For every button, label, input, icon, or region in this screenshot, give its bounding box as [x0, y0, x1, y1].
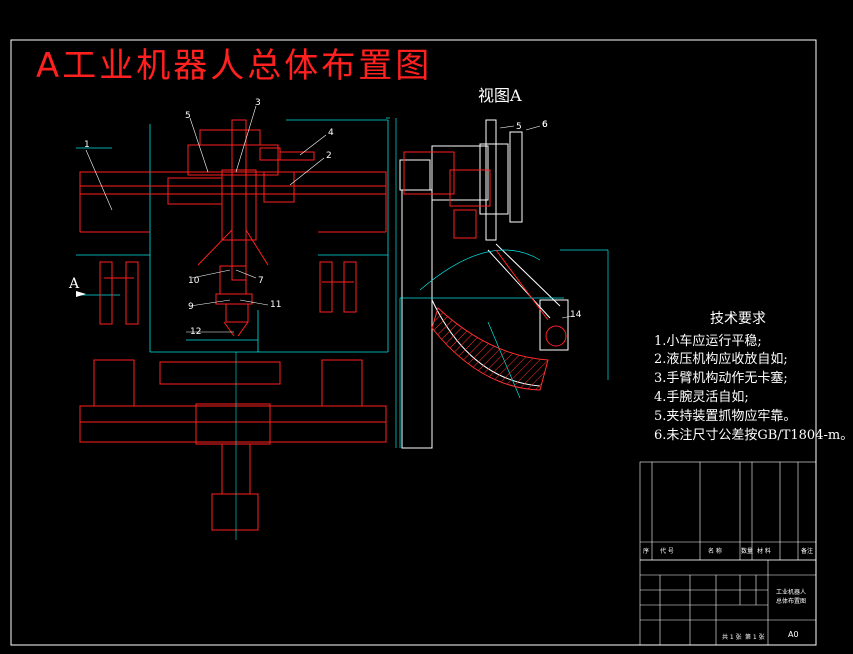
- tb-header: 材 料: [757, 548, 771, 555]
- drawing-sheet: [10, 39, 817, 646]
- side-view-a: [386, 117, 609, 449]
- tb-sheet-size: A0: [788, 630, 799, 639]
- requirement-item: 4.手腕灵活自如;: [654, 390, 749, 405]
- front-view: [76, 105, 389, 353]
- tb-sheet-count: 共 1 张: [722, 634, 742, 641]
- part-number: 11: [270, 300, 282, 310]
- requirement-item: 5.夹持装置抓物应牢靠。: [654, 409, 797, 424]
- tb-drawing-name: 工业机器人 总体布置图: [776, 589, 807, 605]
- part-number: 9: [188, 302, 194, 312]
- view-a-label: 视图A: [478, 86, 522, 105]
- tb-sheet-number: 第 1 张: [745, 634, 765, 641]
- part-number: 5: [185, 111, 191, 121]
- requirement-item: 6.未注尺寸公差按GB/T1804-m。: [654, 428, 853, 443]
- plan-view: [79, 352, 387, 540]
- requirement-item: 2.液压机构应收放自如;: [654, 352, 788, 367]
- part-number: 2: [326, 151, 332, 161]
- part-number: 14: [570, 310, 582, 320]
- part-number: 3: [255, 98, 261, 108]
- part-number: 12: [190, 327, 202, 337]
- title-block: [639, 461, 817, 646]
- part-number: 5: [516, 122, 522, 132]
- tb-header: 序: [643, 548, 650, 555]
- tb-header: 名 称: [708, 548, 722, 555]
- tb-header: 代 号: [660, 548, 674, 555]
- part-number: 4: [328, 128, 334, 138]
- tb-header: 数量: [741, 548, 754, 555]
- requirement-item: 1.小车应运行平稳;: [654, 334, 762, 349]
- part-number: 1: [84, 140, 90, 150]
- drawing-title: A工业机器人总体布置图: [36, 46, 433, 86]
- view-arrow-label: A: [69, 276, 80, 292]
- part-number: 7: [258, 276, 264, 286]
- part-number: 10: [188, 276, 200, 286]
- requirements-heading: 技术要求: [710, 311, 766, 327]
- tb-header: 备注: [801, 548, 814, 555]
- part-number: 6: [542, 120, 548, 130]
- sheet-border: [10, 39, 817, 646]
- requirement-item: 3.手臂机构动作无卡塞;: [654, 371, 788, 386]
- part-number: 6: [542, 120, 548, 130]
